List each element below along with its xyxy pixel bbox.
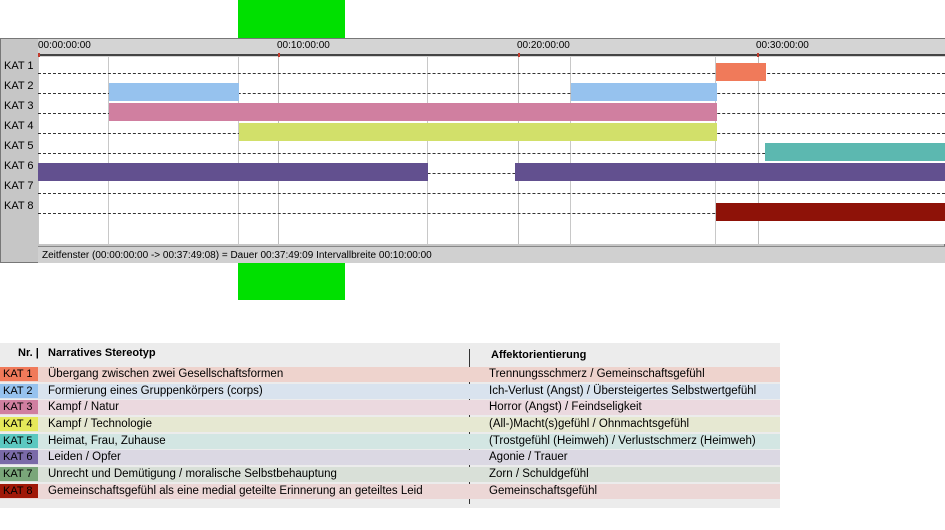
segment-kat8[interactable] — [716, 203, 945, 221]
legend-affekt: Ich-Verlust (Angst) / Übersteigertes Sel… — [489, 385, 757, 397]
track-area[interactable] — [38, 57, 945, 244]
legend-row: KAT 7 Unrecht und Demütigung / moralisch… — [0, 467, 780, 482]
legend-table: Nr. | Narratives Stereotyp Affektorienti… — [0, 343, 780, 508]
legend-row: KAT 3 Kampf / Natur Horror (Angst) / Fei… — [0, 400, 780, 415]
legend-tag: KAT 1 — [0, 367, 38, 381]
legend-affekt: Horror (Angst) / Feindseligkeit — [489, 401, 642, 413]
legend-affekt: Agonie / Trauer — [489, 451, 568, 463]
grid-line — [38, 57, 39, 244]
legend-tag: KAT 4 — [0, 417, 38, 431]
legend-tag: KAT 6 — [0, 450, 38, 464]
legend-stereotyp: Formierung eines Gruppenkörpers (corps) — [48, 385, 263, 397]
row-label-kat5: KAT 5 — [4, 140, 34, 152]
grid-line — [518, 57, 519, 244]
grid-line — [758, 57, 759, 244]
row-baseline — [38, 193, 945, 194]
row-label-kat6: KAT 6 — [4, 160, 34, 172]
row-baseline — [38, 173, 945, 174]
legend-affekt: Gemeinschaftsgefühl — [489, 485, 598, 497]
tick-label: 00:20:00:00 — [517, 40, 570, 51]
legend-row: KAT 5 Heimat, Frau, Zuhause (Trostgefühl… — [0, 434, 780, 449]
grid-line — [108, 57, 109, 244]
grid-line — [570, 57, 571, 244]
legend-row: KAT 6 Leiden / Opfer Agonie / Trauer — [0, 450, 780, 465]
row-label-kat4: KAT 4 — [4, 120, 34, 132]
grid-line — [278, 57, 279, 244]
grid-line — [238, 57, 239, 244]
status-bar: Zeitfenster (00:00:00:00 -> 00:37:49:08)… — [38, 246, 945, 263]
selection-marker-bottom[interactable] — [238, 263, 345, 300]
grid-line — [715, 57, 716, 244]
legend-affekt: (All-)Macht(s)gefühl / Ohnmachtsgefühl — [489, 418, 690, 430]
legend-affekt: Trennungsschmerz / Gemeinschaftsgefühl — [489, 368, 705, 380]
legend-tag: KAT 5 — [0, 434, 38, 448]
row-label-kat7: KAT 7 — [4, 180, 34, 192]
legend-stereotyp: Kampf / Technologie — [48, 418, 152, 430]
legend-affekt: Zorn / Schuldgefühl — [489, 468, 589, 480]
segment-kat4[interactable] — [239, 123, 717, 141]
row-baseline — [38, 73, 945, 74]
legend-header-affekt: Affektorientierung — [491, 349, 587, 361]
row-label-kat3: KAT 3 — [4, 100, 34, 112]
row-baseline — [38, 93, 945, 94]
grid-line — [427, 57, 428, 244]
legend-stereotyp: Heimat, Frau, Zuhause — [48, 435, 166, 447]
selection-marker-top[interactable] — [238, 0, 345, 38]
ruler-bar — [38, 54, 945, 56]
legend-stereotyp: Kampf / Natur — [48, 401, 119, 413]
legend-affekt: (Trostgefühl (Heimweh) / Verlustschmerz … — [489, 435, 756, 447]
legend-tag: KAT 8 — [0, 484, 38, 498]
legend-stereotyp: Gemeinschaftsgefühl als eine medial gete… — [48, 485, 423, 497]
segment-kat6[interactable] — [515, 163, 945, 181]
row-label-kat1: KAT 1 — [4, 60, 34, 72]
legend-stereotyp: Unrecht und Demütigung / moralische Selb… — [48, 468, 337, 480]
segment-kat3[interactable] — [109, 103, 717, 121]
segment-kat5[interactable] — [765, 143, 945, 161]
tick-mark — [278, 53, 280, 57]
tick-mark — [38, 53, 40, 57]
time-ruler[interactable]: 00:00:00:00 00:10:00:00 00:20:00:00 00:3… — [38, 39, 945, 57]
row-label-kat8: KAT 8 — [4, 200, 34, 212]
row-baseline — [38, 153, 945, 154]
timeline-panel: 00:00:00:00 00:10:00:00 00:20:00:00 00:3… — [0, 38, 945, 263]
row-label-kat2: KAT 2 — [4, 80, 34, 92]
tick-label: 00:30:00:00 — [756, 40, 809, 51]
legend-row: KAT 1 Übergang zwischen zwei Gesellschaf… — [0, 367, 780, 382]
legend-row: KAT 2 Formierung eines Gruppenkörpers (c… — [0, 384, 780, 399]
legend-tag: KAT 2 — [0, 384, 38, 398]
legend-stereotyp: Leiden / Opfer — [48, 451, 121, 463]
legend-header-nr: Nr. | — [18, 347, 39, 359]
tick-label: 00:00:00:00 — [38, 40, 91, 51]
segment-kat6[interactable] — [38, 163, 428, 181]
legend-row: KAT 8 Gemeinschaftsgefühl als eine media… — [0, 484, 780, 499]
tick-mark — [757, 53, 759, 57]
segment-kat2[interactable] — [571, 83, 717, 101]
legend-row: KAT 4 Kampf / Technologie (All-)Macht(s)… — [0, 417, 780, 432]
segment-kat2[interactable] — [109, 83, 239, 101]
tick-mark — [518, 53, 520, 57]
legend-stereotyp: Übergang zwischen zwei Gesellschaftsform… — [48, 368, 284, 380]
row-baseline — [38, 213, 945, 214]
tick-label: 00:10:00:00 — [277, 40, 330, 51]
legend-tag: KAT 7 — [0, 467, 38, 481]
segment-kat1[interactable] — [716, 63, 766, 81]
legend-tag: KAT 3 — [0, 400, 38, 414]
legend-header-stereotyp: Narratives Stereotyp — [48, 347, 156, 359]
